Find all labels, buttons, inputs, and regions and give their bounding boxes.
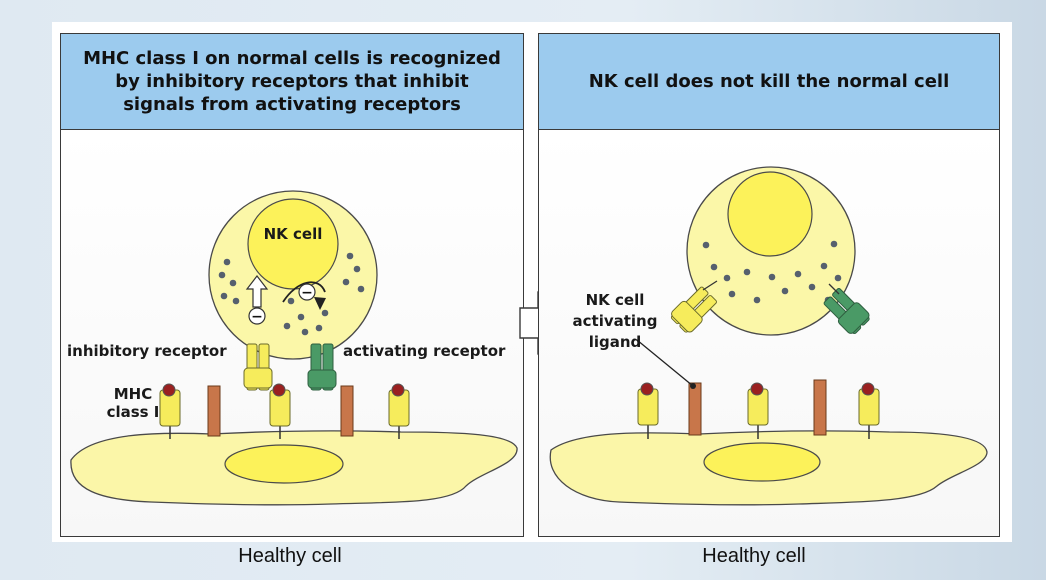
mhc-class-i-molecule xyxy=(637,382,659,439)
panel-header-left: MHC class I on normal cells is recognize… xyxy=(61,34,523,130)
ligand-label-line3: ligand xyxy=(589,333,642,351)
mhc-class-i-molecule xyxy=(747,382,769,439)
mhc-label-line1: MHC xyxy=(114,385,153,403)
mhc-label-line2: class I xyxy=(107,403,160,421)
activating-ligand xyxy=(688,382,702,436)
minus-sign-left: − xyxy=(251,309,263,325)
inhibitory-receptor xyxy=(670,286,717,333)
minus-circle-left xyxy=(248,307,266,325)
nk-cell-granules xyxy=(218,252,365,336)
ligand-label-line2: activating xyxy=(573,312,658,330)
healthy-cell-nucleus xyxy=(703,442,821,482)
mhc-class-i-molecule xyxy=(388,383,410,439)
panel-header-right: NK cell does not kill the normal cell xyxy=(539,34,999,130)
inhibitory-receptor-label: inhibitory receptor xyxy=(67,342,227,360)
activating-receptor-label: activating receptor xyxy=(343,342,506,360)
ligand-label-line1: NK cell xyxy=(586,291,645,309)
caption-left: Healthy cell xyxy=(238,545,342,567)
panel-no-killing: NK cell does not kill the normal cell xyxy=(538,33,1000,537)
activating-ligand xyxy=(813,379,827,436)
healthy-cell-nucleus xyxy=(224,444,344,484)
ligand-pointer-line xyxy=(636,339,694,387)
panel-title-left: MHC class I on normal cells is recognize… xyxy=(83,48,501,115)
activating-receptor xyxy=(823,288,870,335)
activating-receptor xyxy=(307,343,337,391)
activating-signal-arrowhead xyxy=(314,297,326,310)
mhc-class-i-molecule xyxy=(858,382,880,439)
minus-circle-right xyxy=(298,283,316,301)
ligand-pointer-dot xyxy=(690,383,696,389)
panel-title-right: NK cell does not kill the normal cell xyxy=(588,71,950,92)
nk-cell-nucleus xyxy=(247,198,339,290)
inhibitory-signal-arrow xyxy=(245,275,269,308)
nk-cell-nucleus xyxy=(727,171,813,257)
nk-cell-granules xyxy=(702,240,842,304)
mhc-class-i-molecule xyxy=(159,383,181,439)
caption-right: Healthy cell xyxy=(702,545,806,567)
activating-ligand xyxy=(207,385,221,437)
minus-sign-right: − xyxy=(301,285,313,301)
activating-signal-arrow xyxy=(282,281,326,303)
inhibitory-receptor-stem xyxy=(702,280,718,291)
nk-cell-label: NK cell xyxy=(264,225,323,243)
mhc-class-i-molecule xyxy=(269,383,291,439)
scene-left: NK cell − − xyxy=(67,190,518,506)
activating-receptor-stem xyxy=(828,283,840,295)
panel-inhibition: MHC class I on normal cells is recognize… xyxy=(60,33,524,537)
activating-ligand xyxy=(340,385,354,437)
scene-right: NK cell activating ligand xyxy=(549,166,988,506)
inhibitory-receptor xyxy=(243,343,273,391)
